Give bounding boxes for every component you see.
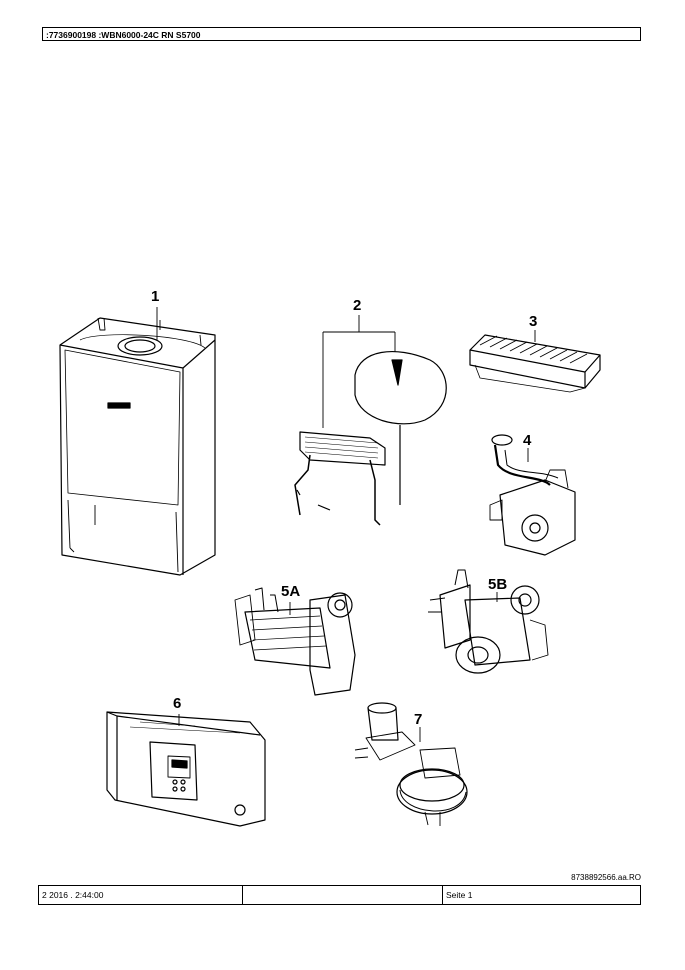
boiler-unit-icon: [59, 307, 216, 576]
hydraulic-group-b-icon: [428, 569, 549, 674]
part-label-5b: 5B: [488, 576, 508, 593]
header-bar: :7736900198 :WBN6000-24C RN S5700: [42, 27, 641, 41]
hydraulic-group-a-icon: [234, 587, 356, 696]
part-label-2: 2: [353, 297, 362, 314]
heat-exchanger-expansion-vessel-icon: [294, 315, 447, 526]
fan-icon: [354, 702, 468, 826]
front-panel-icon: [106, 711, 266, 827]
part-label-6: 6: [173, 695, 182, 712]
document-reference: 8738892566.aa.RO: [571, 873, 641, 882]
burner-icon: [469, 334, 601, 393]
part-label-1: 1: [151, 288, 160, 305]
footer-page: Seite 1: [446, 890, 473, 900]
footer-date: 2 2016 . 2:44:00: [39, 886, 243, 904]
footer-middle: [243, 886, 443, 904]
part-label-7: 7: [414, 711, 423, 728]
pump-assembly-icon: [489, 434, 576, 556]
footer-bar: 2 2016 . 2:44:00 Seite 1: [38, 885, 641, 905]
part-label-5a: 5A: [281, 583, 301, 600]
part-label-4: 4: [523, 432, 532, 449]
header-text: :7736900198 :WBN6000-24C RN S5700: [46, 30, 201, 40]
part-label-3: 3: [529, 313, 538, 330]
